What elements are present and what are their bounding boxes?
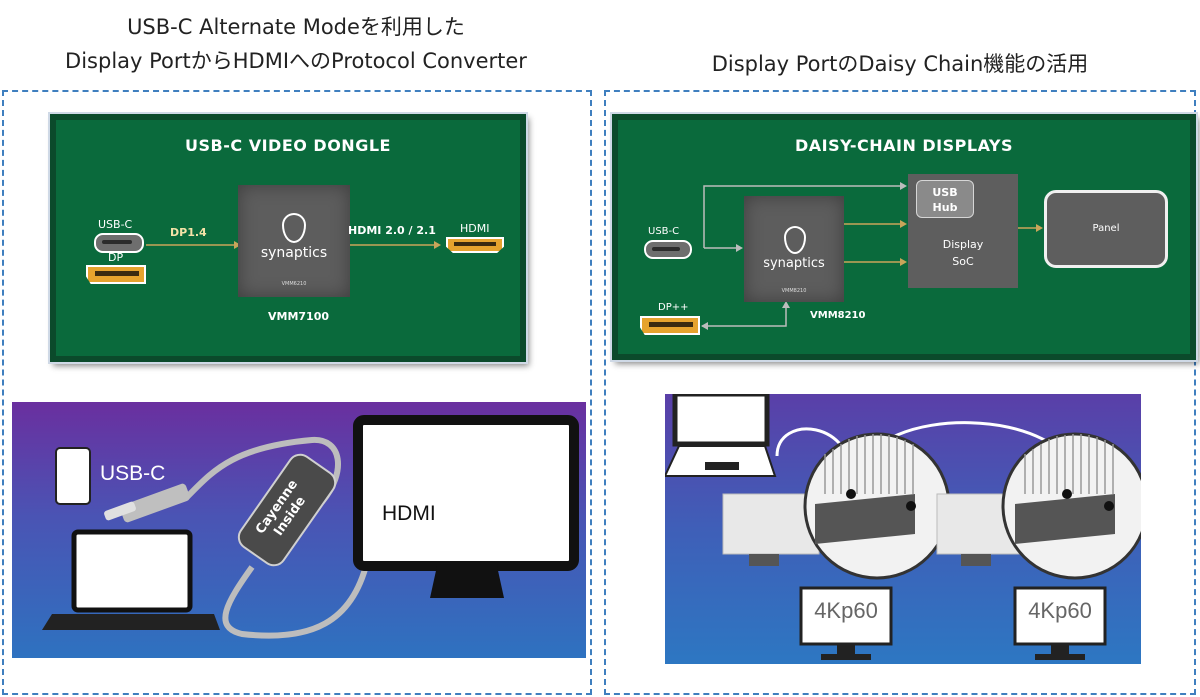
soc-line1: Display	[942, 238, 984, 251]
daisy-usbc-label: USB-C	[648, 226, 680, 237]
daisy-chip-part-number: VMM8210	[781, 288, 807, 294]
illustration-art	[42, 415, 579, 639]
left-section-frame	[2, 90, 592, 695]
left-title-line1: USB-C Alternate Modeを利用した	[127, 15, 465, 39]
chip-brand: synaptics	[260, 245, 328, 261]
vmm8210-chip: synaptics VMM8210	[744, 196, 844, 302]
right-section-frame	[604, 90, 1196, 695]
hdmi-port-icon	[446, 237, 504, 253]
daisy-chip-name: VMM8210	[810, 310, 866, 321]
chip-part-number: VMM6210	[281, 281, 307, 287]
panel-block: Panel	[1044, 190, 1168, 268]
displayport-icon	[86, 265, 146, 284]
daisy-diagram-title: DAISY-CHAIN DISPLAYS	[794, 136, 1014, 155]
dppp-label: DP++	[658, 302, 689, 313]
usb-hub-line2: Hub	[932, 201, 958, 214]
monitor2-label: 4Kp60	[1028, 598, 1092, 623]
usb-hub-block: USB Hub	[916, 180, 974, 218]
diagram-title: USB-C VIDEO DONGLE	[185, 136, 391, 155]
panel-label: Panel	[1092, 223, 1120, 234]
dp-label: DP	[108, 251, 124, 264]
monitor1-label: 4Kp60	[814, 598, 878, 623]
dp14-label: DP1.4	[170, 226, 207, 239]
usbc-port-icon	[94, 233, 144, 253]
usbc-label: USB-C	[98, 218, 133, 231]
daisy-synaptics-logo-icon	[784, 226, 806, 254]
dppp-port-icon	[640, 316, 700, 335]
daisy-chip-brand: synaptics	[763, 256, 825, 271]
usb-hub-line1: USB	[932, 186, 958, 199]
vmm7100-chip: synaptics VMM6210	[238, 185, 350, 297]
daisy-arrows	[701, 182, 1043, 330]
daisy-usbc-port-icon	[644, 240, 692, 259]
usbc-dongle-illustration: USB-C Cayenne Inside HDMI	[12, 402, 586, 658]
chip-name: VMM7100	[268, 310, 330, 323]
dongle-arrows	[146, 241, 441, 249]
left-title: USB-C Alternate Modeを利用した Display Portから…	[0, 10, 592, 78]
synaptics-logo-icon	[282, 213, 306, 243]
daisy-chain-diagram: DAISY-CHAIN DISPLAYS USB-C DP++ synaptic…	[612, 114, 1196, 360]
illustration-hdmi-label: HDMI	[382, 502, 436, 525]
right-title: Display PortのDaisy Chain機能の活用	[711, 52, 1089, 76]
usbc-dongle-diagram: USB-C VIDEO DONGLE USB-C DP DP1.4 synapt…	[50, 114, 526, 362]
left-title-line2: Display PortからHDMIへのProtocol Converter	[65, 49, 527, 73]
soc-line2: SoC	[952, 255, 974, 268]
soc-label: Display SoC	[928, 236, 998, 270]
hdmi-rate-label: HDMI 2.0 / 2.1	[348, 224, 436, 237]
daisy-illustration-art	[665, 394, 1141, 660]
hdmi-label: HDMI	[460, 222, 490, 235]
display-soc-block: USB Hub Display SoC	[908, 174, 1018, 288]
daisy-chain-illustration: 4Kp60 4Kp60	[665, 394, 1141, 664]
illustration-usbc-label: USB-C	[100, 462, 166, 485]
